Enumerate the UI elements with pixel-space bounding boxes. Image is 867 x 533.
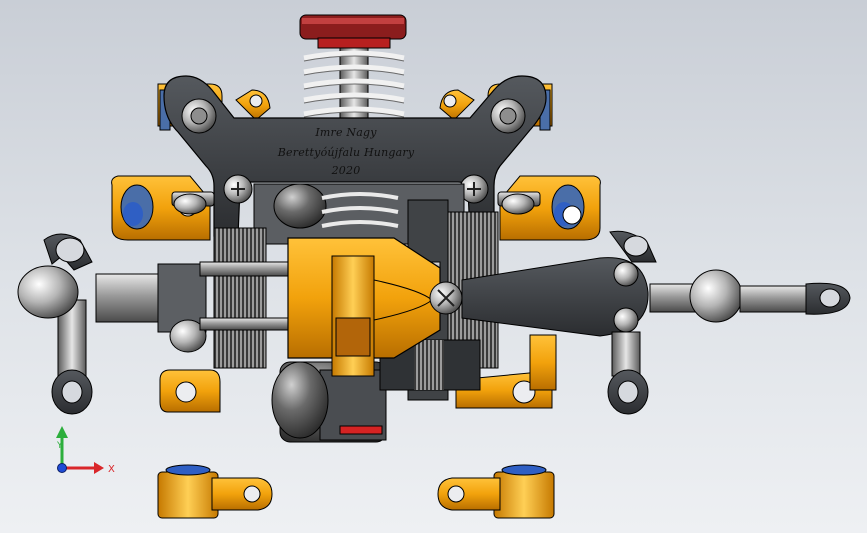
top-shock	[299, 14, 407, 133]
x-axis-label: X	[108, 464, 115, 475]
side-bolts	[171, 191, 541, 215]
top-plate	[163, 75, 547, 237]
center-yoke	[287, 237, 441, 377]
plate-bolts	[181, 98, 526, 204]
mount-bracket-left	[157, 464, 273, 519]
reference-triad[interactable]: Y X	[44, 426, 124, 486]
x-axis-arrow	[94, 462, 104, 474]
right-steering-arm	[429, 230, 851, 415]
lower-damper	[271, 361, 387, 443]
z-axis-dot	[57, 463, 67, 473]
y-axis-label: Y	[56, 441, 63, 451]
gearbox	[213, 183, 499, 401]
y-axis-arrow	[56, 426, 68, 438]
mount-bracket-right	[437, 464, 555, 519]
